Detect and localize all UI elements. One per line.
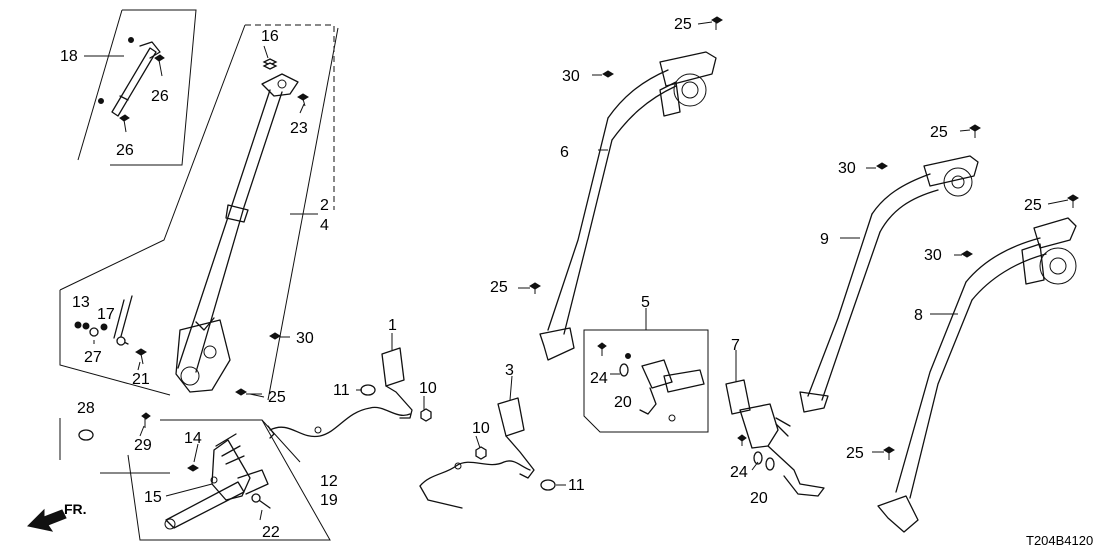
callout-24-7: 24 [730,464,748,481]
front-direction-label: FR. [64,501,87,517]
part-9-rear-seat-belt-center [799,155,979,413]
part-28-grommet [59,418,94,460]
bolt-25-mid-6 [529,282,541,294]
part-5-rear-buckle-assembly [639,359,705,422]
callout-6: 6 [560,144,569,161]
callout-20-7: 20 [750,490,768,507]
callout-9: 9 [820,231,829,248]
callout-2: 2 [320,197,329,214]
callout-1: 1 [388,317,397,334]
part-6-rear-seat-belt-left [539,51,717,361]
callout-4: 4 [320,217,329,234]
nut-30-front [269,332,281,340]
bolt-25-top-6 [711,16,723,30]
callout-labels: 18 26 26 16 23 2 4 13 17 27 21 30 25 28 … [60,16,1042,541]
nut-30-8 [961,250,973,258]
callout-13: 13 [72,294,90,311]
washer-11-lower [540,479,556,491]
spacer-16 [262,58,278,70]
callout-24-5: 24 [590,370,608,387]
callout-25-front: 25 [268,389,286,406]
bolt-24-5 [597,342,607,356]
callout-8: 8 [914,307,923,324]
callout-30-9: 30 [838,160,856,177]
part-2-4-front-seat-belt [175,73,299,393]
callout-11-upper: 11 [333,382,350,399]
clip-15 [210,476,218,484]
callout-30-6: 30 [562,68,580,85]
callout-26-upper: 26 [151,88,169,105]
bolt-25-top-9 [969,124,981,138]
callout-12: 12 [320,473,338,490]
bolt-25-top-8 [1067,194,1079,208]
washer-11-upper [360,384,376,396]
callout-14: 14 [184,430,202,447]
callout-29: 29 [134,437,152,454]
bolt-26-lower [119,114,130,133]
callout-18: 18 [60,48,78,65]
callout-10-upper: 10 [419,380,437,397]
front-direction-indicator: FR. [26,501,87,532]
nut-30-9 [876,162,888,170]
part-7-rear-buckle-right [725,379,825,497]
part-18-belt-guide-rail [98,37,161,117]
callout-5: 5 [641,294,650,311]
callout-30-front: 30 [296,330,314,347]
callout-25-top-9: 25 [930,124,948,141]
callout-17: 17 [97,306,115,323]
diagram-code: T204B4120 [1026,533,1093,548]
nut-10-lower [475,446,487,460]
washer-20-7 [753,451,775,471]
part-3-rear-center-buckle-left [419,397,535,509]
callout-25-top-6: 25 [674,16,692,33]
bolt-24-7 [737,434,747,446]
callout-11-lower: 11 [568,477,585,494]
callout-21: 21 [132,371,150,388]
bolt-29 [141,412,151,428]
front-arrow-icon [26,508,67,532]
callout-25-top-8: 25 [1024,197,1042,214]
part-1-rear-center-buckle-right [267,347,413,439]
callout-27: 27 [84,349,102,366]
callout-25-bottom-8: 25 [846,445,864,462]
bolt-23 [297,93,309,107]
part-8-rear-seat-belt-right [877,217,1077,533]
callout-10-lower: 10 [472,420,490,437]
callout-16: 16 [261,28,279,45]
callout-7: 7 [731,337,740,354]
small-parts-13-17-27-21 [74,295,147,365]
bolt-25-bottom-8 [883,446,895,460]
callout-15: 15 [144,489,162,506]
washer-20-5 [619,353,631,377]
nut-14 [187,464,199,472]
callout-22: 22 [262,524,280,541]
bolt-22 [251,493,271,509]
leader-lines [84,21,1069,521]
bolt-25-front [235,388,262,396]
callout-3: 3 [505,362,514,379]
nut-10-upper [420,408,432,422]
callout-26-lower: 26 [116,142,134,159]
callout-30-8: 30 [924,247,942,264]
callout-19: 19 [320,492,338,509]
callout-25-mid-6: 25 [490,279,508,296]
bolt-26-upper [154,54,165,77]
front-seat-belt-group [59,9,339,541]
nut-30-6 [602,70,614,78]
callout-20-5: 20 [614,394,632,411]
callout-23: 23 [290,120,308,137]
callout-28: 28 [77,400,95,417]
